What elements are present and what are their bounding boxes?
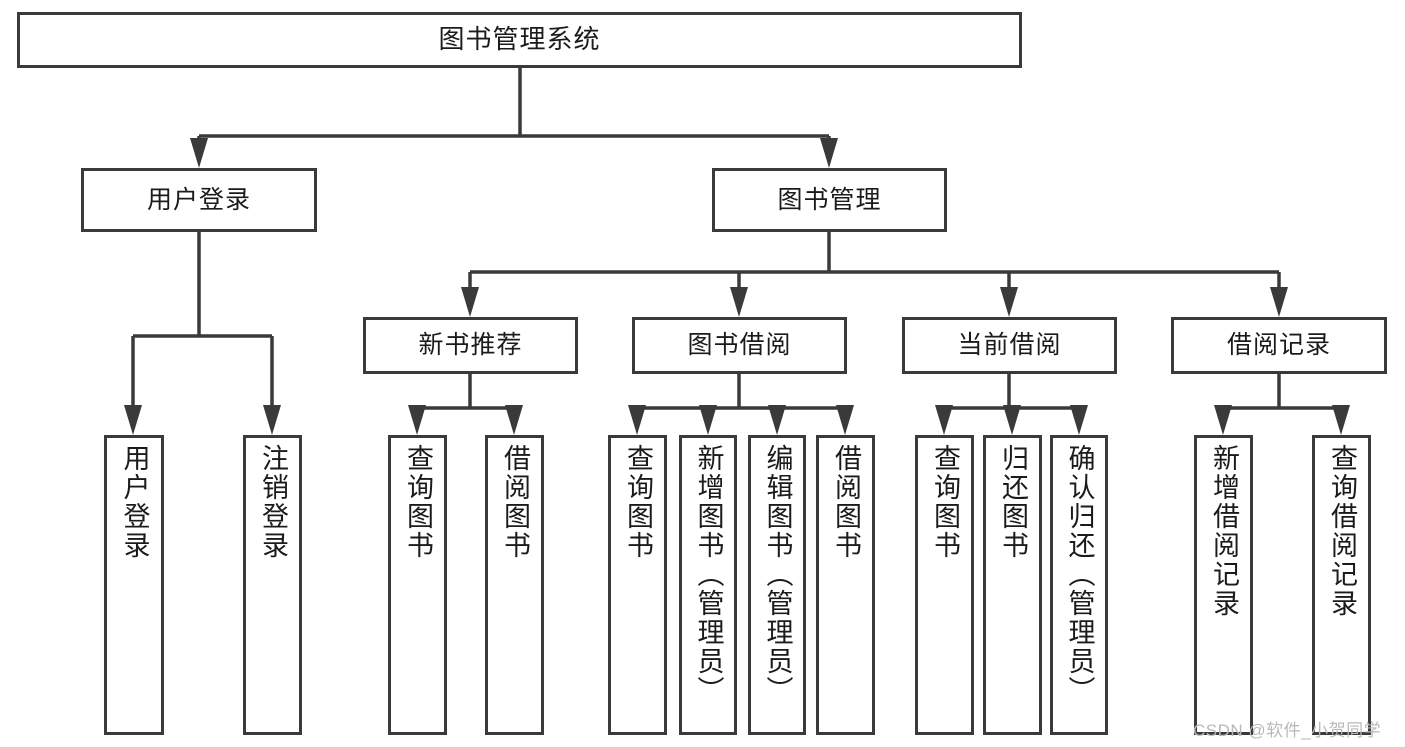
node-leaf-query-record[interactable]: 查询借阅记录: [1312, 435, 1371, 735]
arrowhead-icon: [263, 405, 281, 435]
node-user-login[interactable]: 用户登录: [81, 168, 317, 232]
arrowhead-icon: [190, 138, 208, 168]
node-root-图书管理系统-label: 图书管理系统: [438, 24, 601, 55]
arrowhead-icon: [768, 405, 786, 435]
node-user-login-label: 用户登录: [146, 185, 251, 214]
arrowhead-icon: [1270, 287, 1288, 317]
node-book-manage-label: 图书管理: [777, 185, 882, 214]
arrowhead-icon: [1332, 405, 1350, 435]
node-leaf-confirm-return-label: 确认归还（管理员）: [1064, 444, 1095, 705]
node-leaf-borrow-book-label: 借阅图书: [831, 444, 861, 560]
node-leaf-edit-book[interactable]: 编辑图书（管理员）: [748, 435, 806, 735]
node-leaf-query-book-cur[interactable]: 查询图书: [915, 435, 974, 735]
node-book-manage[interactable]: 图书管理: [712, 168, 947, 232]
node-leaf-query-book-borrow[interactable]: 查询图书: [608, 435, 667, 735]
node-leaf-query-book-rec[interactable]: 查询图书: [388, 435, 447, 735]
node-borrow-record[interactable]: 借阅记录: [1171, 317, 1387, 374]
arrowhead-icon: [730, 287, 748, 317]
node-new-book-rec[interactable]: 新书推荐: [363, 317, 578, 374]
arrowhead-icon: [1214, 405, 1232, 435]
node-leaf-query-book-rec-label: 查询图书: [403, 444, 433, 560]
node-root-图书管理系统[interactable]: 图书管理系统: [17, 12, 1022, 68]
arrowhead-icon: [699, 405, 717, 435]
arrowhead-icon: [628, 405, 646, 435]
arrowhead-icon: [408, 405, 426, 435]
node-leaf-return-book[interactable]: 归还图书: [983, 435, 1042, 735]
node-current-borrow[interactable]: 当前借阅: [902, 317, 1117, 374]
node-leaf-borrow-book-rec[interactable]: 借阅图书: [485, 435, 544, 735]
arrowhead-icon: [505, 405, 523, 435]
node-current-borrow-label: 当前借阅: [957, 331, 1062, 360]
node-leaf-add-book-label: 新增图书（管理员）: [693, 444, 724, 705]
node-leaf-query-book-borrow-label: 查询图书: [623, 444, 653, 560]
node-leaf-borrow-book[interactable]: 借阅图书: [816, 435, 875, 735]
node-leaf-borrow-book-rec-label: 借阅图书: [500, 444, 530, 560]
node-leaf-add-book[interactable]: 新增图书（管理员）: [679, 435, 737, 735]
node-leaf-user-login[interactable]: 用户登录: [104, 435, 164, 735]
node-leaf-edit-book-label: 编辑图书（管理员）: [762, 444, 793, 705]
node-book-borrow[interactable]: 图书借阅: [632, 317, 847, 374]
arrowhead-icon: [124, 405, 142, 435]
arrowhead-icon: [820, 138, 838, 168]
node-leaf-user-login-label: 用户登录: [119, 444, 150, 560]
node-leaf-add-record-label: 新增借阅记录: [1209, 444, 1239, 618]
node-leaf-return-book-label: 归还图书: [998, 444, 1028, 560]
node-leaf-user-logout-label: 注销登录: [258, 444, 288, 560]
node-leaf-add-record[interactable]: 新增借阅记录: [1194, 435, 1253, 735]
arrowhead-icon: [935, 405, 953, 435]
node-leaf-query-book-cur-label: 查询图书: [930, 444, 960, 560]
node-leaf-user-logout[interactable]: 注销登录: [243, 435, 302, 735]
node-new-book-rec-label: 新书推荐: [418, 331, 523, 360]
node-leaf-query-record-label: 查询借阅记录: [1327, 444, 1357, 618]
arrowhead-icon: [1000, 287, 1018, 317]
node-borrow-record-label: 借阅记录: [1226, 331, 1331, 360]
csdn-watermark: CSDN @软件_小贺同学: [1193, 721, 1382, 740]
node-leaf-confirm-return[interactable]: 确认归还（管理员）: [1050, 435, 1108, 735]
arrowhead-icon: [1070, 405, 1088, 435]
arrowhead-icon: [461, 287, 479, 317]
arrowhead-icon: [1003, 405, 1021, 435]
node-book-borrow-label: 图书借阅: [687, 331, 792, 360]
arrowhead-icon: [836, 405, 854, 435]
